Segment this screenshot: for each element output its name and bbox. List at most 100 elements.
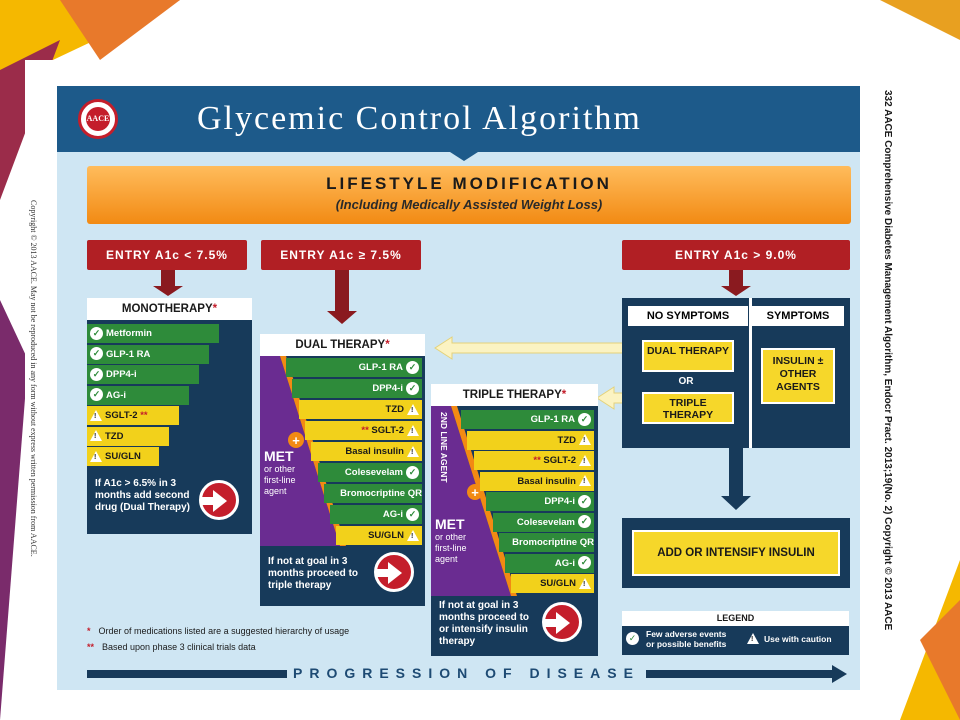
drug-label: TZD bbox=[385, 404, 404, 415]
check-icon: ✓ bbox=[578, 412, 591, 426]
page-title: Glycemic Control Algorithm bbox=[197, 100, 642, 137]
check-icon: ✓ bbox=[577, 494, 591, 508]
drug-row: TZD! bbox=[298, 400, 422, 419]
check-icon: ✓ bbox=[578, 515, 591, 529]
drug-row: ** SGLT-2! bbox=[473, 451, 594, 470]
algorithm-poster: AACE Glycemic Control Algorithm LIFESTYL… bbox=[57, 86, 860, 690]
legend-good: Few adverse events or possible benefits bbox=[646, 629, 727, 649]
triple-therapy-title: TRIPLE THERAPY* bbox=[431, 384, 598, 406]
caution-icon: ! bbox=[578, 434, 591, 446]
drug-label: SGLT-2 bbox=[543, 455, 576, 466]
entry-mid: ENTRY A1c ≥ 7.5% bbox=[261, 240, 421, 270]
caution-icon: ! bbox=[578, 577, 591, 589]
entry-low: ENTRY A1c < 7.5% bbox=[87, 240, 247, 270]
drug-label: AG-i bbox=[382, 509, 403, 520]
triple-therapy-footer: If not at goal in 3 months proceed to or… bbox=[439, 600, 530, 647]
drug-row: Bromocriptine QR ✓ bbox=[323, 484, 422, 519]
drug-label: GLP-1 RA bbox=[358, 362, 403, 373]
drug-row: SU/GLN! bbox=[511, 574, 594, 593]
next-arrow-button[interactable] bbox=[542, 602, 582, 642]
citation-right: 332 AACE Comprehensive Diabetes Manageme… bbox=[882, 90, 893, 631]
drug-label: Colesevelam bbox=[516, 516, 575, 528]
triple-therapy-panel: TRIPLE THERAPY* + 2ND LINE AGENT MET or … bbox=[431, 384, 598, 656]
drug-row: !SU/GLN bbox=[87, 447, 159, 466]
drug-row: Colesevelam✓ bbox=[317, 463, 422, 482]
drug-label: DPP4-i bbox=[372, 383, 403, 394]
drug-row: ** SGLT-2! bbox=[304, 421, 422, 440]
triple-therapy-box: TRIPLE THERAPY bbox=[642, 392, 734, 424]
drug-label: Colesevelam bbox=[344, 467, 403, 478]
next-arrow-button[interactable] bbox=[199, 480, 239, 520]
drug-row: Basal insulin! bbox=[479, 471, 594, 491]
caution-icon: ! bbox=[578, 454, 591, 466]
drug-label: Basal insulin bbox=[345, 446, 404, 457]
drug-row: GLP-1 RA✓ bbox=[461, 410, 594, 429]
note-trials: **Based upon phase 3 clinical trials dat… bbox=[87, 642, 256, 652]
or-label: OR bbox=[678, 376, 694, 387]
check-icon: ✓ bbox=[90, 326, 103, 340]
copyright-left: Copyright © 2013 AACE. May not be reprod… bbox=[29, 200, 38, 557]
drug-label: SGLT-2 bbox=[371, 425, 404, 436]
monotherapy-footer: If A1c > 6.5% in 3 months add second dru… bbox=[95, 478, 191, 513]
drug-row: !SGLT-2 ** bbox=[87, 406, 179, 425]
lifestyle-title: LIFESTYLE MODIFICATION bbox=[326, 174, 612, 193]
caution-icon: ! bbox=[90, 450, 102, 462]
check-icon: ✓ bbox=[405, 507, 419, 521]
drug-row: ✓DPP4-i bbox=[87, 365, 199, 384]
lifestyle-banner: LIFESTYLE MODIFICATION (Including Medica… bbox=[87, 166, 851, 224]
insulin-box: INSULIN ± OTHER AGENTS bbox=[761, 348, 835, 404]
caution-icon: ! bbox=[747, 633, 759, 644]
caution-icon: ! bbox=[406, 403, 419, 415]
drug-label: Basal insulin bbox=[517, 475, 576, 487]
drug-label: Metformin bbox=[106, 328, 152, 339]
legend-caution: Use with caution bbox=[764, 634, 832, 644]
high-entry-panel: NO SYMPTOMS SYMPTOMS DUAL THERAPY OR TRI… bbox=[622, 298, 850, 448]
check-icon: ✓ bbox=[90, 367, 103, 381]
drug-row: GLP-1 RA✓ bbox=[286, 358, 422, 377]
check-icon: ✓ bbox=[90, 388, 103, 402]
drug-label: SU/GLN bbox=[368, 530, 404, 541]
asterisk-mark: ** bbox=[140, 410, 148, 421]
svg-text:+: + bbox=[471, 485, 479, 500]
progression-label: PROGRESSION OF DISEASE bbox=[287, 665, 646, 681]
caution-icon: ! bbox=[406, 445, 419, 457]
check-icon: ✓ bbox=[90, 347, 103, 361]
header-pointer bbox=[450, 152, 478, 161]
add-insulin-panel: ADD OR INTENSIFY INSULIN bbox=[622, 518, 850, 588]
column-divider bbox=[749, 298, 752, 448]
caution-icon: ! bbox=[90, 409, 102, 421]
caution-icon: ! bbox=[90, 430, 102, 442]
legend-title: LEGEND bbox=[622, 611, 849, 626]
drug-label: AG-i bbox=[554, 557, 575, 569]
drug-row: DPP4-i✓ bbox=[486, 492, 594, 511]
header-bar: AACE Glycemic Control Algorithm bbox=[57, 86, 860, 152]
symptoms-header: SYMPTOMS bbox=[752, 306, 844, 326]
drug-row: TZD! bbox=[467, 430, 594, 450]
drug-row: AG-i✓ bbox=[505, 553, 594, 573]
dual-therapy-box: DUAL THERAPY bbox=[642, 340, 734, 372]
drug-label: AG-i bbox=[106, 389, 127, 401]
drug-row: Colesevelam✓ bbox=[492, 512, 594, 532]
check-icon: ✓ bbox=[626, 632, 639, 645]
dual-therapy-footer: If not at goal in 3 months proceed to tr… bbox=[268, 556, 359, 591]
drug-row: ✓GLP-1 RA bbox=[87, 344, 209, 364]
dual-met-label: MET or other first-line agent bbox=[264, 448, 296, 496]
svg-text:+: + bbox=[292, 433, 300, 448]
asterisk-mark: ** bbox=[533, 455, 541, 466]
monotherapy-title: MONOTHERAPY* bbox=[87, 298, 252, 320]
drug-label: TZD bbox=[105, 430, 124, 442]
dual-therapy-title: DUAL THERAPY* bbox=[260, 334, 425, 356]
drug-label: TZD bbox=[557, 434, 576, 446]
check-icon: ✓ bbox=[577, 556, 591, 570]
next-arrow-button[interactable] bbox=[374, 552, 414, 592]
drug-label: Bromocriptine QR bbox=[340, 488, 422, 499]
asterisk-mark: ** bbox=[361, 425, 369, 436]
drug-label: DPP4-i bbox=[544, 496, 575, 507]
drug-label: SU/GLN bbox=[540, 578, 576, 589]
entry-high: ENTRY A1c > 9.0% bbox=[622, 240, 850, 270]
drug-label: SGLT-2 bbox=[105, 410, 138, 421]
second-line-agent-label: 2ND LINE AGENT bbox=[439, 412, 449, 483]
drug-row: AG-i✓ bbox=[330, 505, 422, 524]
triple-met-label: MET or other first-line agent bbox=[435, 516, 467, 564]
no-symptoms-header: NO SYMPTOMS bbox=[628, 306, 748, 326]
